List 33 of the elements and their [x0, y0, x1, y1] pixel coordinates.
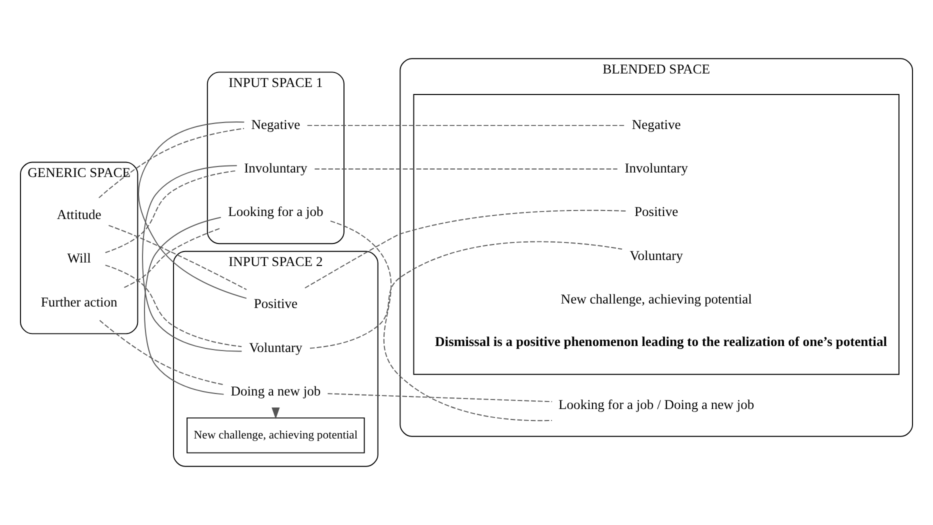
- node-text: Looking for a job / Doing a new job: [558, 396, 754, 412]
- node-text: Looking for a job: [228, 204, 324, 220]
- node-text: Voluntary: [630, 248, 683, 263]
- connector: [99, 320, 224, 386]
- node-text: Will: [67, 250, 91, 266]
- node-text: Voluntary: [249, 340, 302, 355]
- connector: [98, 128, 244, 198]
- cluster: [413, 94, 900, 375]
- connector: [306, 124, 626, 126]
- connector: [310, 241, 623, 349]
- connector: [138, 122, 247, 299]
- node-text: Further action: [40, 294, 118, 310]
- connector: [104, 170, 238, 254]
- connector: [144, 216, 224, 395]
- connector: [142, 165, 242, 352]
- node-text: Involuntary: [624, 160, 688, 176]
- connector: [314, 168, 618, 170]
- node-text: Dismissal is a positive phenomenon leading to the realization of one’s potential: [435, 334, 887, 349]
- connector: [108, 224, 248, 290]
- node-text: Doing a new job: [230, 383, 321, 398]
- node-text: Attitude: [56, 207, 102, 222]
- node-text: Involuntary: [244, 160, 308, 176]
- node-text: Positive: [634, 204, 678, 220]
- node-text: Positive: [254, 296, 298, 312]
- connector: [104, 264, 242, 348]
- connector: [304, 210, 628, 288]
- connector: [330, 220, 552, 422]
- node-text: Negative: [251, 117, 300, 132]
- node-box: New challenge, achieving potential: [186, 417, 365, 454]
- node-text: New challenge, achieving potential: [560, 291, 752, 306]
- connector: [124, 228, 222, 288]
- node-text: Negative: [632, 117, 681, 132]
- connector: [327, 393, 553, 402]
